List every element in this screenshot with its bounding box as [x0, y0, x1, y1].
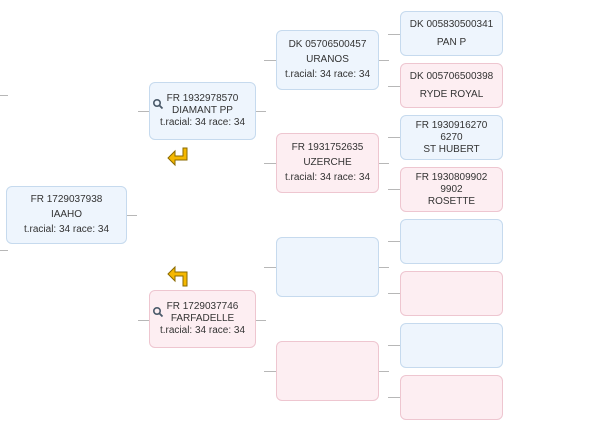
dam-name: FARFADELLE — [170, 313, 235, 324]
sire-card[interactable]: FR 1932978570 DIAMANT PP t.racial: 34 ra… — [149, 82, 256, 140]
ds-sire-card-empty[interactable] — [400, 219, 503, 264]
turn-arrow-icon[interactable] — [166, 264, 190, 288]
subject-info: t.racial: 34 race: 34 — [23, 224, 110, 235]
search-icon[interactable] — [152, 98, 164, 110]
sire-dam-card[interactable]: FR 1931752635 UZERCHE t.racial: 34 race:… — [276, 133, 379, 193]
dd-dam-card-empty[interactable] — [400, 375, 503, 420]
connector — [379, 371, 389, 372]
sd-sire-card[interactable]: FR 1930916270 6270 ST HUBERT — [400, 115, 503, 160]
connector — [379, 163, 389, 164]
dam-info: t.racial: 34 race: 34 — [159, 325, 246, 336]
sire-reg: FR 1932978570 — [166, 93, 239, 104]
dam-card[interactable]: FR 1729037746 FARFADELLE t.racial: 34 ra… — [149, 290, 256, 348]
connector — [388, 293, 400, 294]
turn-arrow-icon[interactable] — [166, 146, 190, 170]
subject-reg: FR 1729037938 — [30, 194, 103, 205]
sire-info: t.racial: 34 race: 34 — [159, 117, 246, 128]
dam-sire-card-empty[interactable] — [276, 237, 379, 297]
ss-dam-card[interactable]: DK 005706500398 RYDE ROYAL — [400, 63, 503, 108]
dam-reg: FR 1729037746 — [166, 301, 239, 312]
connector — [127, 215, 137, 216]
connector — [388, 86, 400, 87]
ss-sire-card[interactable]: DK 005830500341 PAN P — [400, 11, 503, 56]
connector — [264, 267, 276, 268]
connector — [0, 250, 8, 251]
sd-dam-name: ROSETTE — [427, 195, 476, 207]
subject-name: IAAHO — [50, 209, 83, 220]
dam-dam-card-empty[interactable] — [276, 341, 379, 401]
connector — [138, 111, 149, 112]
sire-dam-info: t.racial: 34 race: 34 — [284, 172, 371, 183]
subject-card[interactable]: FR 1729037938 IAAHO t.racial: 34 race: 3… — [6, 186, 127, 244]
connector — [388, 189, 400, 190]
connector — [256, 320, 266, 321]
connector — [379, 267, 389, 268]
connector — [388, 137, 400, 138]
connector — [388, 397, 400, 398]
connector — [138, 320, 149, 321]
connector — [264, 60, 276, 61]
connector — [256, 111, 266, 112]
sire-sire-reg: DK 05706500457 — [288, 39, 367, 50]
ss-sire-name: PAN P — [436, 36, 467, 48]
sire-sire-info: t.racial: 34 race: 34 — [284, 69, 371, 80]
connector — [0, 95, 8, 96]
ss-sire-reg: DK 005830500341 — [409, 18, 494, 30]
ss-dam-reg: DK 005706500398 — [409, 70, 494, 82]
sd-sire-name: ST HUBERT — [423, 143, 480, 155]
sire-sire-card[interactable]: DK 05706500457 URANOS t.racial: 34 race:… — [276, 30, 379, 90]
sd-dam-num: 9902 — [440, 183, 463, 195]
sd-dam-reg: FR 1930809902 — [415, 171, 488, 183]
connector — [388, 34, 400, 35]
connector — [379, 60, 389, 61]
connector — [388, 241, 400, 242]
sire-dam-reg: FR 1931752635 — [291, 142, 364, 153]
sd-sire-num: 6270 — [440, 131, 463, 143]
connector — [264, 371, 276, 372]
ss-dam-name: RYDE ROYAL — [419, 88, 484, 100]
sire-sire-name: URANOS — [306, 54, 349, 65]
connector — [388, 345, 400, 346]
dd-sire-card-empty[interactable] — [400, 323, 503, 368]
search-icon[interactable] — [152, 306, 164, 318]
ds-dam-card-empty[interactable] — [400, 271, 503, 316]
sd-dam-card[interactable]: FR 1930809902 9902 ROSETTE — [400, 167, 503, 212]
connector — [264, 163, 276, 164]
sire-dam-name: UZERCHE — [303, 157, 352, 168]
sd-sire-reg: FR 1930916270 — [415, 119, 488, 131]
sire-name: DIAMANT PP — [172, 105, 233, 116]
